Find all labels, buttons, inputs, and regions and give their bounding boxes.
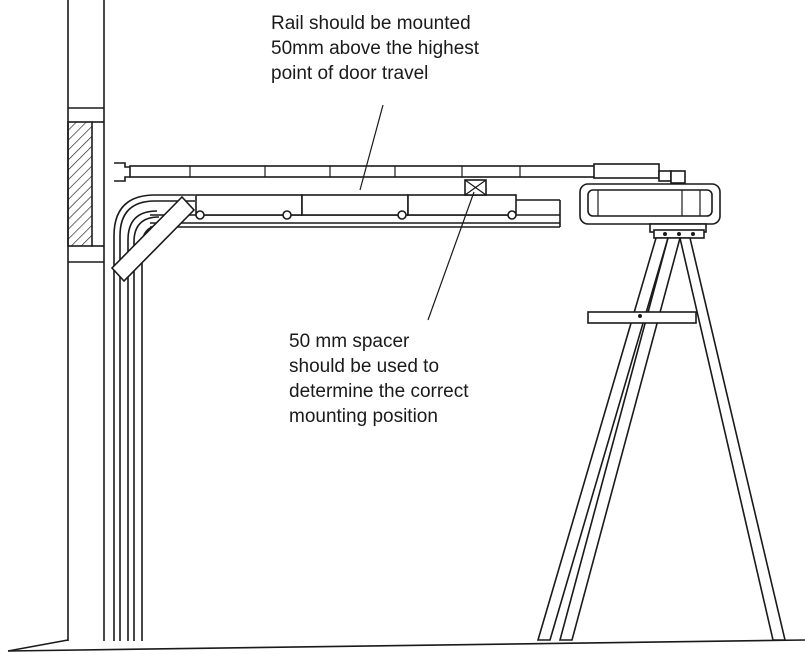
rail-height-callout-line-2: 50mm above the highest xyxy=(271,38,480,59)
spacer-callout-line-2: should be used to xyxy=(289,356,440,377)
rail-height-callout-line-3: point of door travel xyxy=(271,63,429,84)
header-board xyxy=(67,121,104,247)
opener-rail xyxy=(114,162,686,184)
garage-door-panels xyxy=(195,194,517,216)
door-top-panel xyxy=(110,195,196,283)
spacer-block xyxy=(464,179,487,196)
spacer-callout: 50 mm spacer should be used to determine… xyxy=(289,329,469,429)
spacer-callout-line-4: mounting position xyxy=(289,406,438,427)
step-ladder xyxy=(536,229,787,641)
garage-wall xyxy=(67,0,105,641)
spacer-callout-line-1: 50 mm spacer xyxy=(289,331,410,352)
spacer-callout-line-3: determine the correct xyxy=(289,381,469,402)
floor-line xyxy=(7,639,805,652)
rail-height-callout-line-1: Rail should be mounted xyxy=(271,13,471,34)
opener-motor-unit xyxy=(579,183,721,233)
rail-height-callout: Rail should be mounted 50mm above the hi… xyxy=(271,11,479,86)
leader-lines xyxy=(359,104,475,321)
door-rollers xyxy=(195,210,517,220)
